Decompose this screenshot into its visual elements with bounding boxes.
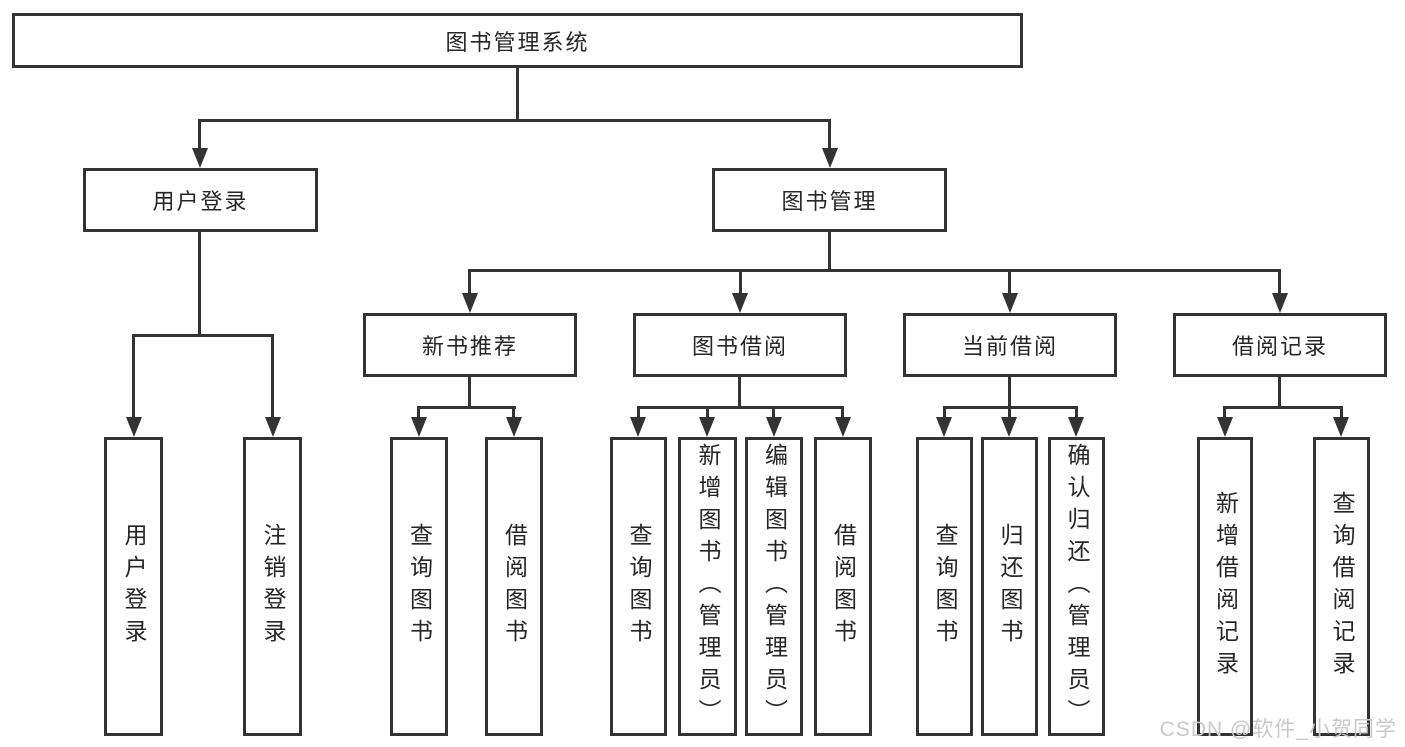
connector-stem bbox=[198, 119, 201, 151]
connector-bar bbox=[1223, 406, 1343, 409]
connector-vline bbox=[198, 232, 201, 336]
leaf-user-login: 用户登录 bbox=[104, 437, 163, 736]
node-book-management: 图书管理 bbox=[712, 168, 947, 232]
connector-stem bbox=[512, 406, 515, 419]
arrow-down-icon bbox=[699, 417, 715, 437]
leaf-label: 归还图书 bbox=[997, 522, 1023, 651]
connector-stem bbox=[772, 406, 775, 419]
leaf-add-book-admin: 新增图书（管理员） bbox=[678, 437, 737, 736]
node-borrow-records: 借阅记录 bbox=[1173, 313, 1387, 377]
arrow-down-icon bbox=[1272, 293, 1288, 313]
leaf-label: 编辑图书（管理员） bbox=[761, 442, 788, 731]
connector-stem bbox=[1008, 406, 1011, 419]
connector-stem bbox=[1340, 406, 1343, 419]
connector-stem bbox=[706, 406, 709, 419]
arrow-down-icon bbox=[126, 417, 142, 437]
leaf-label: 查询图书 bbox=[932, 522, 958, 651]
connector-stem bbox=[739, 269, 742, 296]
leaf-label: 查询图书 bbox=[626, 522, 652, 651]
arrow-down-icon bbox=[1002, 293, 1018, 313]
connector-stem bbox=[943, 406, 946, 419]
leaf-add-borrow-record: 新增借阅记录 bbox=[1197, 437, 1253, 736]
leaf-query-books-borrow: 查询图书 bbox=[610, 437, 667, 736]
connector-stem bbox=[828, 119, 831, 151]
connector-root-bar bbox=[198, 119, 831, 122]
leaf-borrow-books-borrow: 借阅图书 bbox=[814, 437, 872, 736]
connector-stem bbox=[417, 406, 420, 419]
leaf-label: 借阅图书 bbox=[501, 522, 528, 651]
node-new-book-recommend: 新书推荐 bbox=[363, 313, 577, 377]
connector-stem bbox=[271, 334, 274, 419]
arrow-down-icon bbox=[630, 417, 646, 437]
connector-bar bbox=[468, 269, 1281, 272]
arrow-down-icon bbox=[1333, 417, 1349, 437]
connector-stem bbox=[132, 334, 135, 419]
leaf-label: 查询图书 bbox=[406, 522, 433, 651]
connector-bar bbox=[132, 334, 274, 337]
leaf-label: 新增借阅记录 bbox=[1212, 490, 1239, 683]
node-book-borrow: 图书借阅 bbox=[633, 313, 847, 377]
connector-root-vline bbox=[516, 68, 519, 122]
connector-stem bbox=[1008, 269, 1011, 296]
arrow-down-icon bbox=[732, 293, 748, 313]
arrow-down-icon bbox=[192, 148, 208, 168]
arrow-down-icon bbox=[411, 417, 427, 437]
connector-vline bbox=[828, 232, 831, 271]
node-root: 图书管理系统 bbox=[12, 13, 1023, 68]
leaf-label: 新增图书（管理员） bbox=[695, 442, 721, 731]
leaf-label: 确认归还（管理员） bbox=[1064, 442, 1090, 731]
leaf-label: 注销登录 bbox=[260, 522, 286, 651]
leaf-logout: 注销登录 bbox=[243, 437, 302, 736]
leaf-query-books-current: 查询图书 bbox=[916, 437, 973, 736]
arrow-down-icon bbox=[1001, 417, 1017, 437]
leaf-confirm-return-admin: 确认归还（管理员） bbox=[1048, 437, 1105, 736]
leaf-edit-book-admin: 编辑图书（管理员） bbox=[745, 437, 803, 736]
connector-vline bbox=[468, 377, 471, 409]
node-current-borrow: 当前借阅 bbox=[903, 313, 1117, 377]
connector-stem bbox=[1278, 269, 1281, 296]
node-user-login-branch: 用户登录 bbox=[83, 168, 318, 232]
leaf-query-books-recommend: 查询图书 bbox=[390, 437, 448, 736]
connector-vline bbox=[1008, 377, 1011, 409]
connector-stem bbox=[1223, 406, 1226, 419]
leaf-label: 用户登录 bbox=[121, 522, 147, 651]
arrow-down-icon bbox=[506, 417, 522, 437]
connector-stem bbox=[841, 406, 844, 419]
connector-stem bbox=[468, 269, 471, 296]
csdn-watermark: CSDN @软件_小贺同学 bbox=[1159, 718, 1397, 741]
connector-vline bbox=[1278, 377, 1281, 409]
connector-stem bbox=[637, 406, 640, 419]
arrow-down-icon bbox=[822, 148, 838, 168]
arrow-down-icon bbox=[1068, 417, 1084, 437]
leaf-query-borrow-record: 查询借阅记录 bbox=[1313, 437, 1370, 736]
arrow-down-icon bbox=[936, 417, 952, 437]
arrow-down-icon bbox=[462, 293, 478, 313]
connector-stem bbox=[1075, 406, 1078, 419]
leaf-return-book: 归还图书 bbox=[981, 437, 1038, 736]
connector-bar bbox=[637, 406, 844, 409]
leaf-label: 借阅图书 bbox=[830, 522, 857, 651]
leaf-borrow-books-recommend: 借阅图书 bbox=[485, 437, 543, 736]
connector-vline bbox=[738, 377, 741, 409]
leaf-label: 查询借阅记录 bbox=[1329, 490, 1355, 683]
arrow-down-icon bbox=[766, 417, 782, 437]
arrow-down-icon bbox=[835, 417, 851, 437]
connector-bar bbox=[418, 406, 516, 409]
arrow-down-icon bbox=[265, 417, 281, 437]
arrow-down-icon bbox=[1217, 417, 1233, 437]
